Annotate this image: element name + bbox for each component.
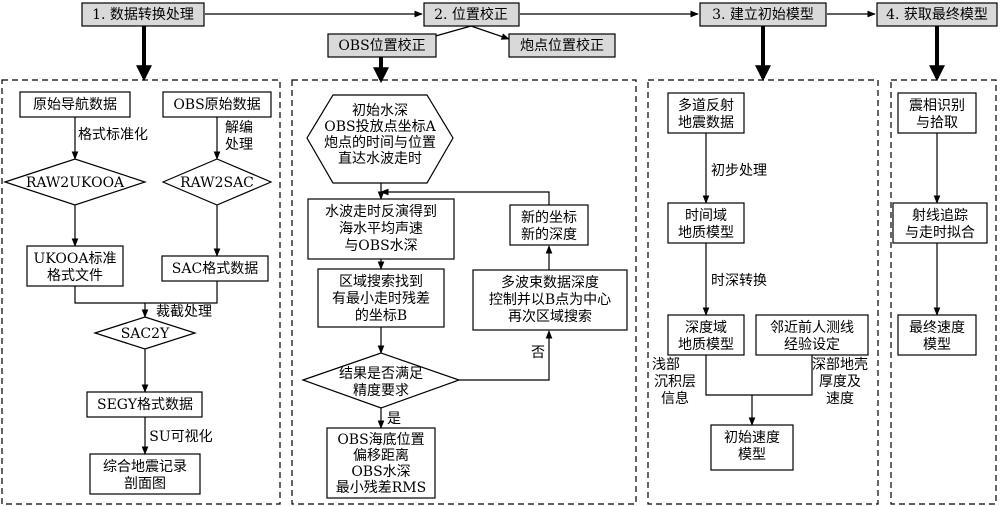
section-3-frame: [647, 79, 879, 505]
stage-1-label: 1. 数据转换处理: [92, 6, 194, 23]
su-vis-label: SU可视化: [149, 429, 212, 445]
deep-label-1: 深部地壳: [812, 356, 868, 373]
raytrace-label-2: 与走时拟合: [905, 225, 975, 241]
section-1-frame: [1, 79, 281, 505]
final-model-label-2: 模型: [923, 337, 951, 353]
prelim-label: 初步处理: [711, 162, 767, 179]
segy-label: SEGY格式数据: [97, 397, 193, 413]
init-label-1: 初始水深: [352, 102, 408, 119]
shallow-label-1: 浅部: [652, 357, 680, 373]
profile-box: [89, 453, 201, 495]
deep-label-2: 厚度及: [819, 374, 861, 390]
phase-pick-label-2: 与拾取: [916, 115, 958, 131]
yes-label: 是: [387, 411, 401, 427]
newcoord-label-1: 新的坐标: [521, 210, 577, 226]
profile-label-2: 剖面图: [124, 476, 166, 492]
shallow-label-2: 沉积层: [654, 374, 696, 390]
init-velocity-label-2: 模型: [738, 447, 766, 463]
stage-2-label: 2. 位置校正: [434, 6, 508, 23]
ukooa-file-label-2: 格式文件: [47, 268, 103, 284]
depth-model-label-2: 地质模型: [678, 337, 734, 353]
time-model-label-1: 时间域: [685, 208, 727, 224]
s2-loop-back: [380, 188, 550, 205]
t2d-label: 时深转换: [711, 272, 767, 289]
search-label-1: 区域搜索找到: [339, 273, 423, 290]
init-label-2: OBS投放点坐标A: [324, 119, 436, 135]
raw2sac-diamond: [161, 158, 273, 206]
clip-label: 裁截处理: [156, 304, 212, 320]
time-model-label-2: 地质模型: [678, 225, 734, 241]
result-label-2: 偏移距离: [353, 447, 409, 464]
s2-edge-no: [459, 330, 553, 381]
ukooa-file-label-1: UKOOA标准: [34, 251, 117, 267]
check-label-1: 结果是否满足: [339, 366, 423, 382]
raw2ukooa-label: RAW2UKOOA: [26, 175, 125, 191]
decode-label-2: 处理: [225, 137, 253, 153]
init-label-4: 直达水波走时: [338, 150, 422, 167]
init-velocity-box: [710, 424, 794, 471]
newcoord-label-2: 新的深度: [521, 227, 577, 243]
raytrace-box: [892, 202, 988, 244]
split-to-shot: [470, 25, 510, 40]
init-velocity-label-1: 初始速度: [724, 429, 780, 446]
search-label-2: 有最小走时残差: [332, 291, 430, 307]
final-model-box: [897, 314, 977, 356]
profile-label-1: 综合地震记录: [103, 459, 187, 475]
stage-3-label: 3. 建立初始模型: [712, 6, 814, 23]
s1-merge-left: [74, 286, 145, 304]
invert-label-2: 海水平均声速: [339, 221, 423, 237]
shot-correct-header: [508, 33, 616, 58]
nearby-label-1: 邻近前人测线: [770, 319, 854, 336]
init-label-3: 炮点的时间与位置: [324, 135, 436, 151]
raw2ukooa-diamond: [3, 158, 147, 206]
no-label: 否: [531, 345, 545, 361]
format-std-label: 格式标准化: [78, 127, 148, 143]
decode-label-1: 解编: [225, 120, 253, 136]
result-box: [326, 427, 436, 499]
sac2y-label: SAC2Y: [121, 326, 170, 342]
result-label-3: OBS水深: [351, 464, 410, 480]
shot-correct-label: 炮点位置校正: [520, 37, 604, 54]
multichannel-label-1: 多道反射: [678, 97, 734, 114]
shallow-label-3: 信息: [661, 390, 689, 407]
raw2sac-label: RAW2SAC: [180, 175, 254, 191]
multibeam-label-1: 多波束数据深度: [501, 274, 599, 291]
obs-correct-label: OBS位置校正: [338, 37, 425, 54]
sac2y-diamond: [93, 316, 197, 350]
result-label-4: 最小残差RMS: [336, 480, 426, 496]
stage-4-label: 4. 获取最终模型: [886, 7, 988, 23]
phase-pick-label-1: 震相识别: [909, 98, 965, 114]
check-label-2: 精度要求: [353, 383, 409, 399]
init-hexagon: [306, 94, 454, 184]
deep-label-3: 速度: [826, 391, 854, 407]
s3-merge-right: [752, 355, 813, 396]
depth-model-label-1: 深度域: [685, 320, 727, 336]
multibeam-box: [472, 269, 628, 331]
section-4-frame: [890, 79, 997, 505]
multibeam-label-2: 控制并以B点为中心: [489, 292, 611, 308]
result-label-1: OBS海底位置: [337, 432, 424, 448]
nav-raw-label: 原始导航数据: [33, 97, 117, 113]
final-model-label-1: 最终速度: [909, 320, 965, 336]
nearby-label-2: 经验设定: [784, 337, 840, 353]
multibeam-label-3: 再次区域搜索: [508, 308, 592, 325]
invert-label-1: 水波走时反演得到: [325, 203, 437, 220]
obs-raw-label: OBS原始数据: [173, 97, 260, 113]
s3-merge-left: [705, 355, 752, 396]
invert-label-3: 与OBS水深: [344, 238, 417, 254]
search-label-3: 的坐标B: [355, 308, 407, 324]
s1-merge-right: [145, 281, 218, 304]
sac-data-label: SAC格式数据: [172, 261, 258, 277]
section-2-frame: [291, 79, 637, 505]
raytrace-label-1: 射线追踪: [912, 208, 968, 224]
sac-data-box: [161, 255, 269, 282]
multichannel-label-2: 地震数据: [678, 115, 734, 131]
